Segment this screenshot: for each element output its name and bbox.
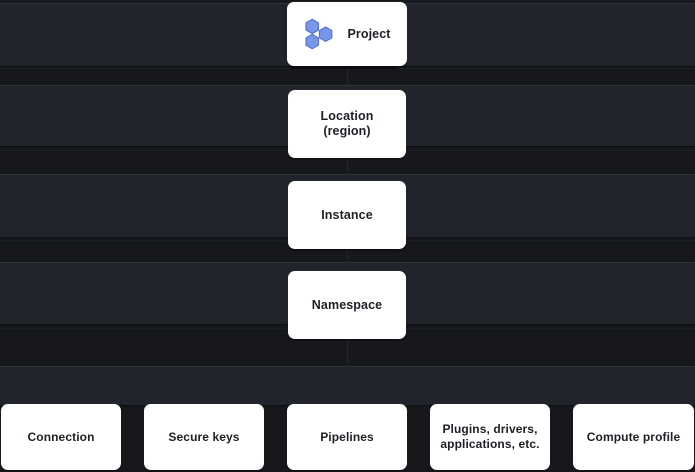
card-shadow-nub [290, 66, 398, 69]
node-location[interactable]: Location (region) [288, 90, 406, 158]
hexagons-icon [303, 17, 337, 51]
connector-drop-connection [61, 370, 62, 404]
node-label-compute-profile: Compute profile [586, 429, 681, 444]
node-project[interactable]: Project [287, 2, 407, 66]
connector-drop-secure-keys [204, 370, 205, 404]
connector-location-instance [347, 157, 348, 175]
node-compute-profile[interactable]: Compute profile [573, 404, 694, 470]
node-label-location: Location (region) [320, 109, 374, 138]
connector-instance-namespace [347, 248, 348, 266]
connector-drop-plugins [490, 370, 491, 404]
node-plugins[interactable]: Plugins, drivers, applications, etc. [430, 404, 550, 470]
node-label-instance: Instance [321, 207, 373, 222]
connector-bus-horizontal [61, 370, 563, 371]
connector-drop-compute-profile [633, 370, 634, 404]
node-label-namespace: Namespace [311, 297, 383, 312]
connector-drop-pipelines [347, 370, 348, 404]
node-instance[interactable]: Instance [288, 181, 406, 249]
connector-namespace-bus [347, 338, 348, 370]
node-label-project: Project [347, 26, 391, 41]
node-label-pipelines: Pipelines [320, 429, 374, 444]
node-secure-keys[interactable]: Secure keys [144, 404, 264, 470]
connector-project-location [347, 67, 348, 86]
node-pipelines[interactable]: Pipelines [287, 404, 407, 470]
node-connection[interactable]: Connection [1, 404, 121, 470]
node-label-secure-keys: Secure keys [168, 429, 240, 444]
node-namespace[interactable]: Namespace [288, 271, 406, 339]
node-label-connection: Connection [27, 429, 95, 444]
node-label-plugins: Plugins, drivers, applications, etc. [440, 422, 540, 451]
